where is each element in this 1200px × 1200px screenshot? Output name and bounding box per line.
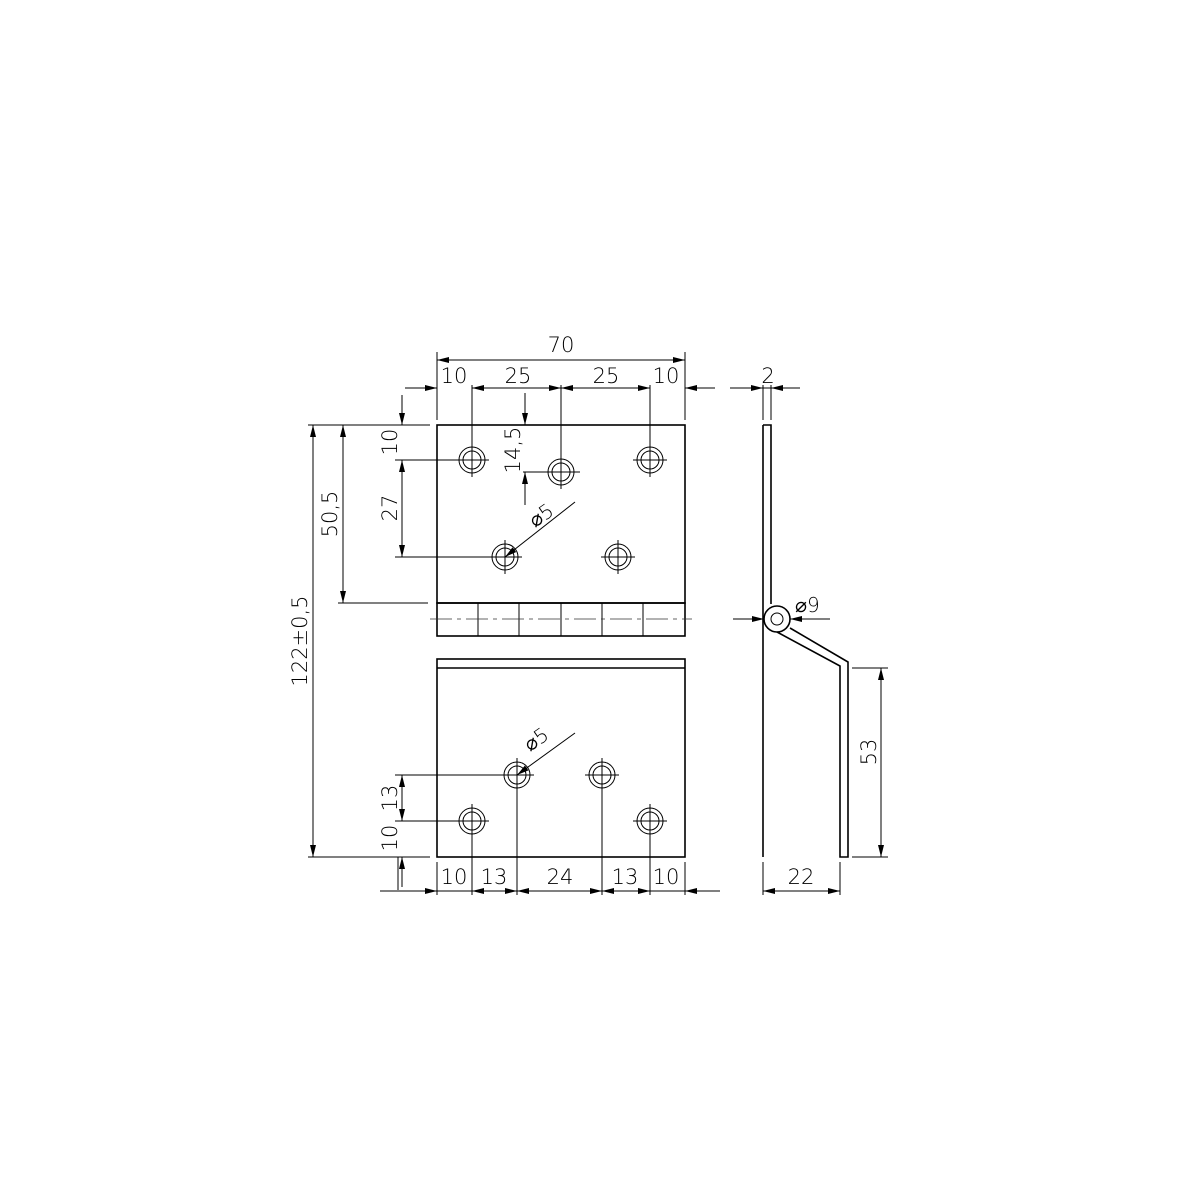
dim-offset-53: 53 [857, 739, 881, 766]
dim-top-25-right: 25 [593, 364, 620, 388]
dim-bottom-edge-10: 10 [378, 825, 402, 852]
knuckle-band [430, 602, 692, 637]
dim-hinge-axis-50-5: 50,5 [318, 491, 342, 538]
side-view [762, 424, 849, 858]
dim-bottom-10-right: 10 [653, 865, 680, 889]
mounting-hole [601, 540, 635, 574]
dim-hole-diameter-bottom: ⌀5 [519, 722, 553, 756]
dim-bottom-row-13: 13 [378, 785, 402, 812]
dim-bottom-13-left: 13 [481, 865, 508, 889]
dim-thickness-2: 2 [761, 364, 774, 388]
knuckle-outline [763, 605, 791, 633]
dim-hole-diameter-top: ⌀5 [524, 498, 558, 532]
dim-top-10-right: 10 [653, 364, 680, 388]
dim-knuckle-diameter: ⌀9 [795, 593, 820, 617]
dim-overall-height: 122±0,5 [288, 595, 312, 686]
dim-bottom-10-left: 10 [441, 865, 468, 889]
front-view [430, 424, 692, 858]
dim-top-edge-10: 10 [378, 429, 402, 456]
dim-top-25-left: 25 [505, 364, 532, 388]
dim-bottom-13-right: 13 [612, 865, 639, 889]
holes [455, 443, 667, 838]
dim-row-27: 27 [378, 495, 402, 522]
dim-middle-14-5: 14,5 [501, 427, 525, 474]
dim-bottom-24: 24 [547, 865, 574, 889]
dim-top-10-left: 10 [441, 364, 468, 388]
dim-offset-22: 22 [788, 865, 815, 889]
dim-overall-width: 70 [548, 333, 575, 357]
lower-leaf [436, 658, 686, 858]
dimensions: 70 10 25 25 10 10 27 14,5 50,5 122±0,5 1… [288, 333, 888, 895]
pin [770, 612, 784, 626]
side-profile [762, 424, 849, 858]
